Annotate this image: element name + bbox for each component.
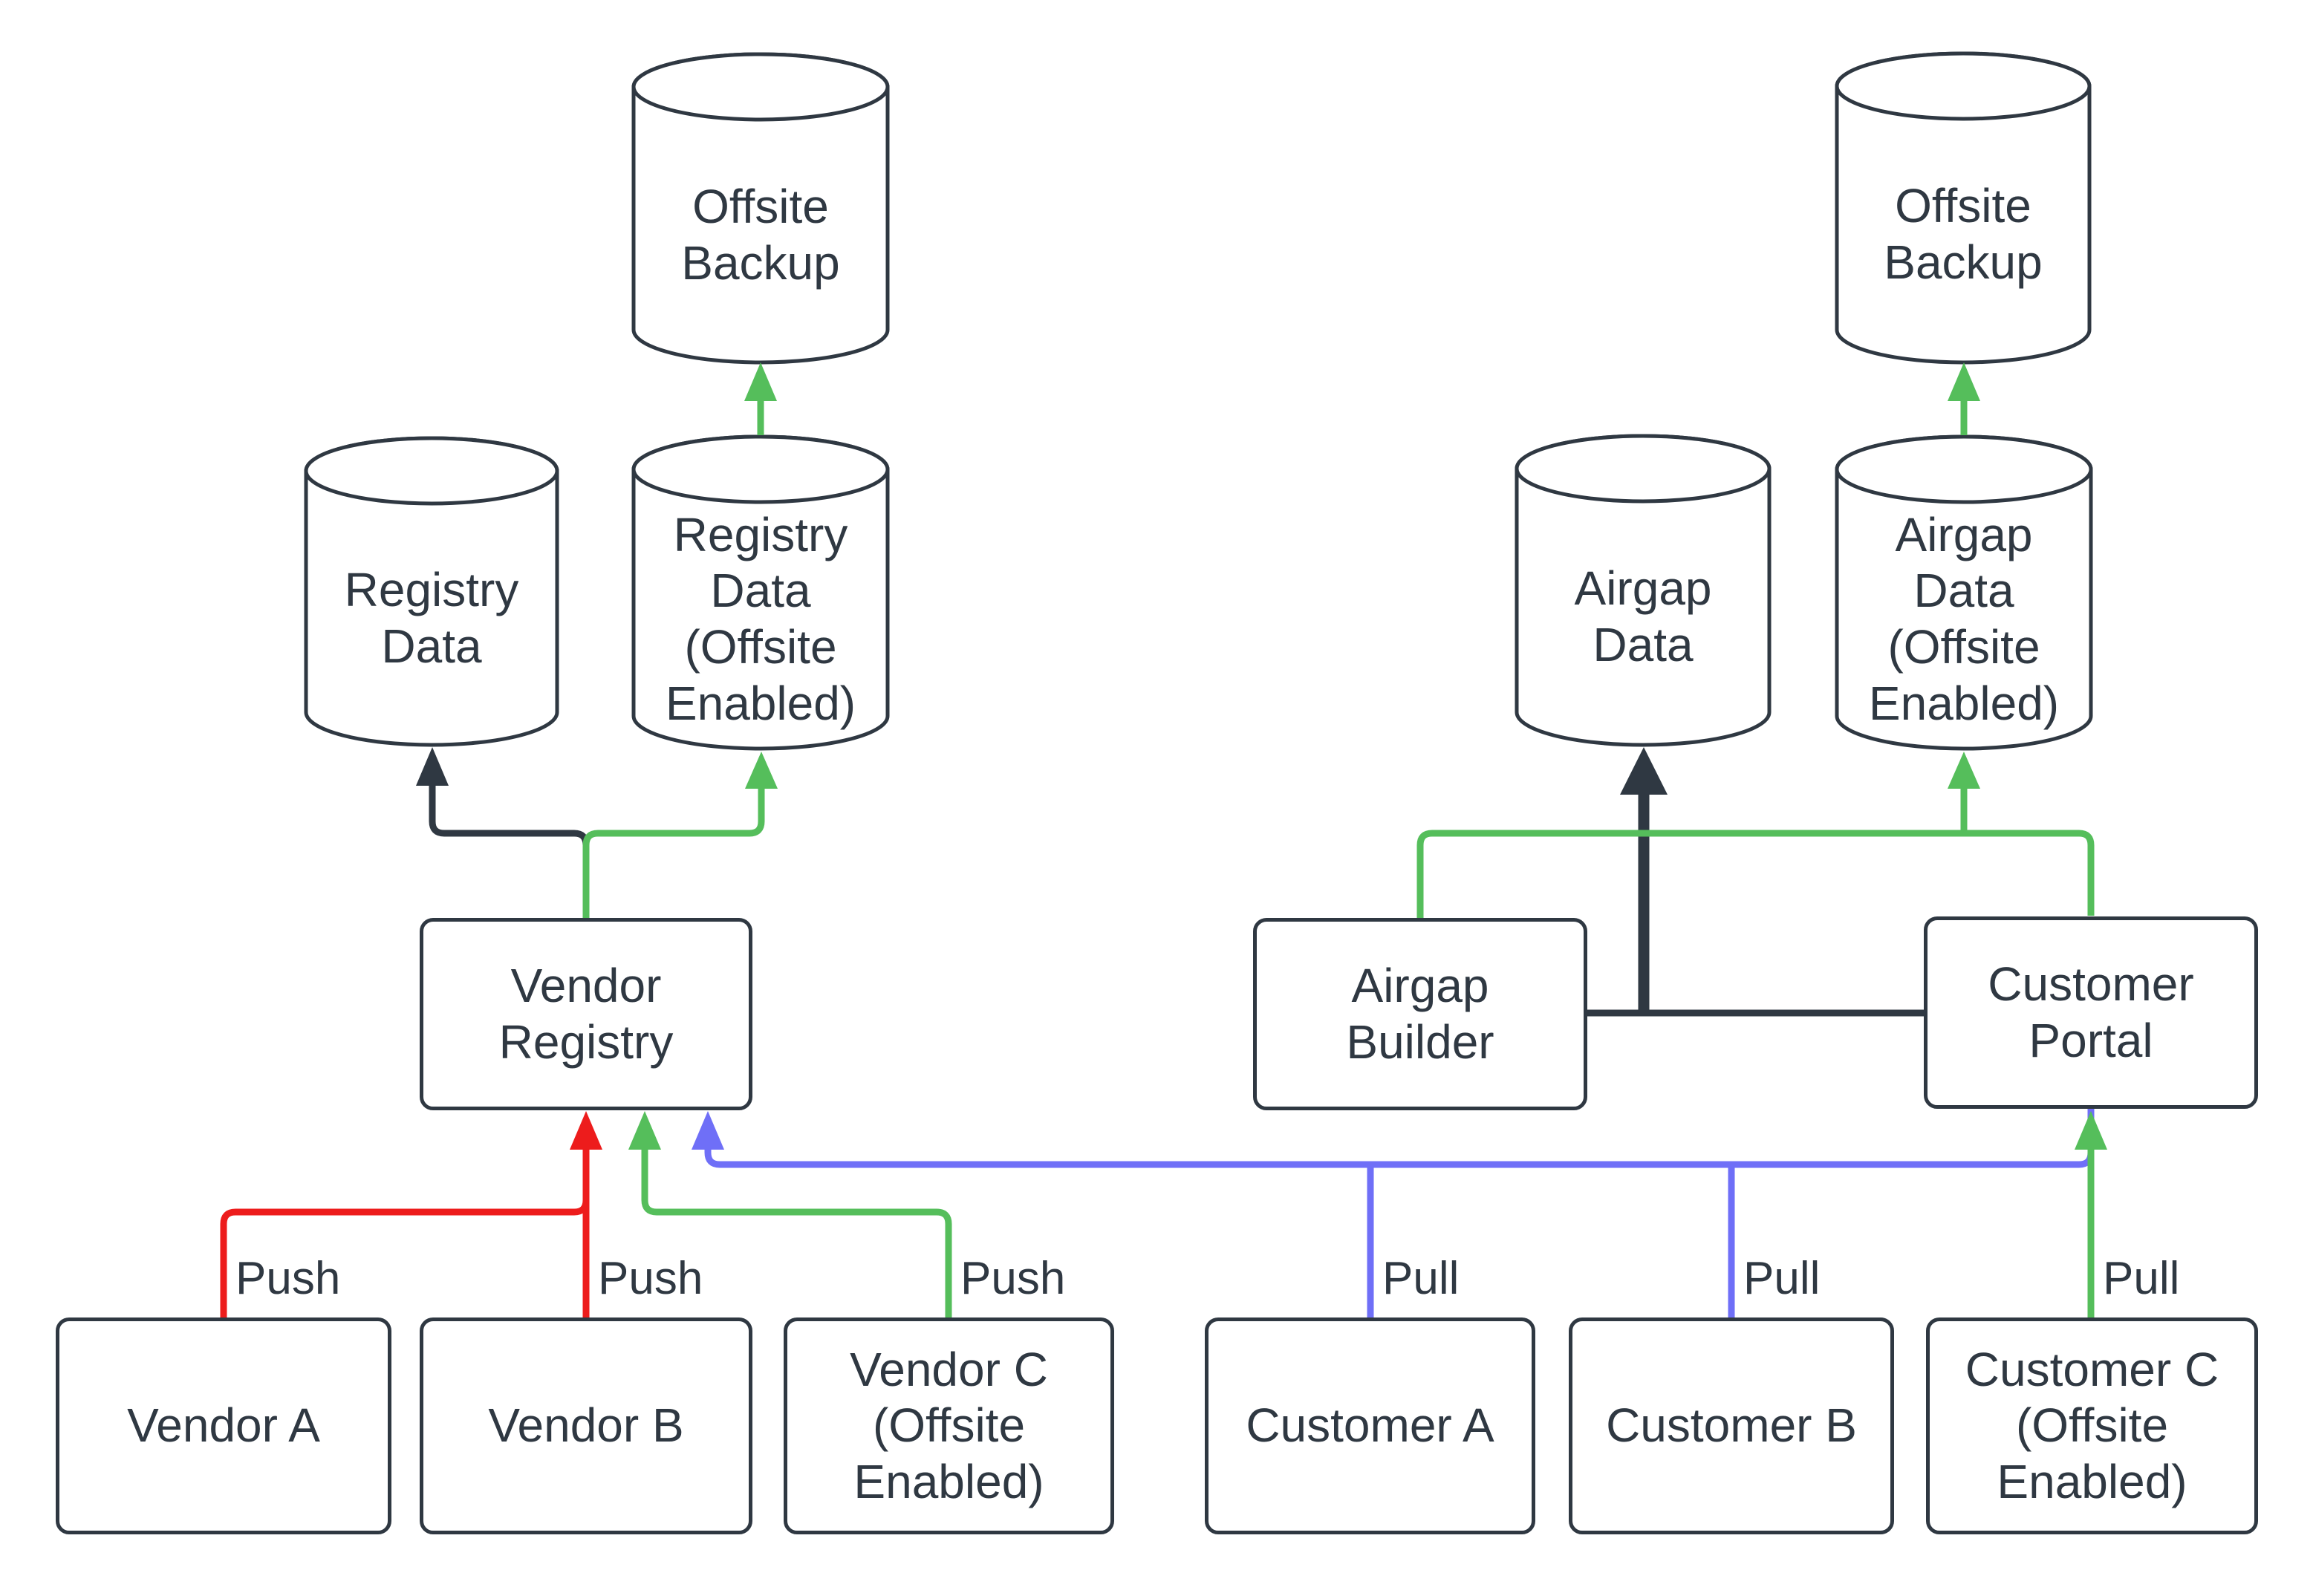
node-airgap-builder: Airgap Builder	[1253, 918, 1587, 1110]
database-label-offsite-backup-left: Offsite Backup	[681, 179, 840, 290]
node-vendor-b: Vendor B	[420, 1317, 752, 1534]
database-label-registry-data-offsite: Registry Data (Offsite Enabled)	[665, 507, 856, 730]
edge-vendor-registry-to-registry-data	[416, 747, 590, 918]
node-customer-c: Customer C (Offsite Enabled)	[1926, 1317, 2258, 1534]
edge-push-vendor-c	[628, 1111, 952, 1317]
database-offsite-backup-right	[1835, 51, 2092, 365]
node-vendor-a: Vendor A	[56, 1317, 391, 1534]
database-label-registry-data: Registry Data	[344, 562, 519, 673]
node-customer-portal: Customer Portal	[1924, 916, 2258, 1109]
edge-airgap-builder-to-airgap-data	[1620, 747, 1668, 1013]
database-registry-data	[304, 436, 559, 747]
edge-airgap-builder-portal-to-airgap-data-offsite	[1416, 752, 2095, 918]
edge-push-vendor-b	[570, 1111, 602, 1317]
edge-label-push-vendor-c: Push	[960, 1252, 1066, 1304]
edge-label-push-vendor-b: Push	[598, 1252, 703, 1304]
node-vendor-c: Vendor C (Offsite Enabled)	[784, 1317, 1114, 1534]
database-label-offsite-backup-right: Offsite Backup	[1884, 179, 2043, 289]
edge-pull-customer-portal-to-vendor-registry	[692, 1109, 2095, 1168]
edge-pull-customer-c	[2075, 1111, 2107, 1317]
edge-label-pull-customer-c: Pull	[2103, 1252, 2180, 1304]
edge-vendor-registry-to-registry-data-offsite	[582, 752, 778, 918]
database-offsite-backup-left	[631, 52, 890, 365]
edge-label-push-vendor-a: Push	[235, 1252, 341, 1304]
node-vendor-registry: Vendor Registry	[420, 918, 752, 1110]
database-label-airgap-data: Airgap Data	[1574, 561, 1712, 671]
database-airgap-data	[1515, 434, 1772, 747]
node-customer-a: Customer A	[1205, 1317, 1535, 1534]
database-label-airgap-data-offsite: Airgap Data (Offsite Enabled)	[1868, 507, 2060, 730]
edge-registry-data-offsite-to-offsite-backup	[744, 362, 777, 435]
edge-label-pull-customer-a: Pull	[1382, 1252, 1460, 1304]
node-customer-b: Customer B	[1569, 1317, 1894, 1534]
database-airgap-data-offsite	[1835, 434, 2093, 751]
edge-airgap-data-offsite-to-offsite-backup	[1948, 362, 1980, 435]
edge-label-pull-customer-b: Pull	[1743, 1252, 1821, 1304]
database-registry-data-offsite	[631, 434, 890, 751]
